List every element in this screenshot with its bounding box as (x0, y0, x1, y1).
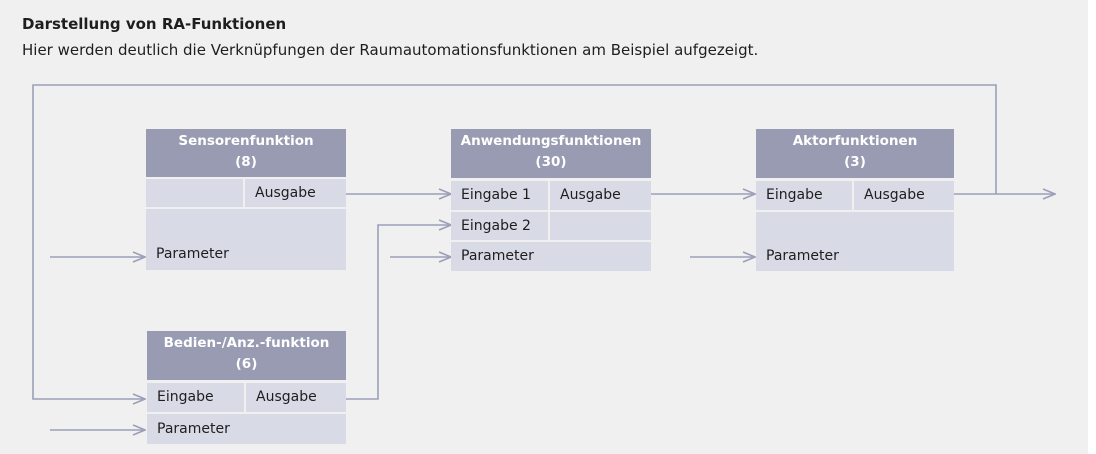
actuator-function-output: Ausgabe (854, 181, 954, 210)
sensor-function-empty-cell (146, 179, 243, 207)
actuator-function-header: Aktorfunktionen (3) (756, 129, 954, 178)
application-function-box: Anwendungsfunktionen (30) Eingabe 1 Ausg… (451, 129, 651, 271)
operator-function-box: Bedien-/Anz.-funktion (6) Eingabe Ausgab… (147, 331, 346, 444)
sensor-function-parameter: Parameter (146, 209, 346, 270)
application-function-count: (30) (535, 154, 567, 170)
actuator-function-title: Aktorfunktionen (792, 133, 918, 149)
application-function-header: Anwendungsfunktionen (30) (451, 129, 651, 178)
actuator-function-box: Aktorfunktionen (3) Eingabe Ausgabe Para… (756, 129, 954, 271)
sensor-function-header: Sensorenfunktion (8) (146, 129, 346, 177)
operator-function-header: Bedien-/Anz.-funktion (6) (147, 331, 346, 380)
operator-function-parameter: Parameter (147, 414, 346, 444)
page-title: Darstellung von RA-Funktionen (22, 15, 287, 33)
operator-to-application-arrow (346, 225, 451, 400)
actuator-function-parameter: Parameter (756, 212, 954, 271)
sensor-function-output: Ausgabe (245, 179, 346, 207)
application-function-input-1: Eingabe 1 (451, 181, 548, 210)
operator-function-title: Bedien-/Anz.-funktion (163, 335, 330, 351)
actuator-function-count: (3) (844, 154, 866, 170)
feedback-loop-arrow (32, 84, 997, 399)
operator-function-output: Ausgabe (246, 383, 346, 412)
sensor-function-title: Sensorenfunktion (178, 133, 314, 149)
operator-function-count: (6) (235, 356, 258, 372)
sensor-function-box: Sensorenfunktion (8) Ausgabe Parameter (146, 129, 346, 270)
operator-function-input: Eingabe (147, 383, 244, 412)
application-function-parameter: Parameter (451, 242, 651, 271)
application-function-output: Ausgabe (550, 181, 651, 210)
application-function-input-2: Eingabe 2 (451, 212, 548, 240)
page-subtitle: Hier werden deutlich die Verknüpfungen d… (22, 41, 759, 59)
actuator-function-input: Eingabe (756, 181, 852, 210)
application-function-empty-cell (550, 212, 651, 240)
application-function-title: Anwendungsfunktionen (460, 133, 642, 149)
sensor-function-count: (8) (235, 154, 257, 170)
